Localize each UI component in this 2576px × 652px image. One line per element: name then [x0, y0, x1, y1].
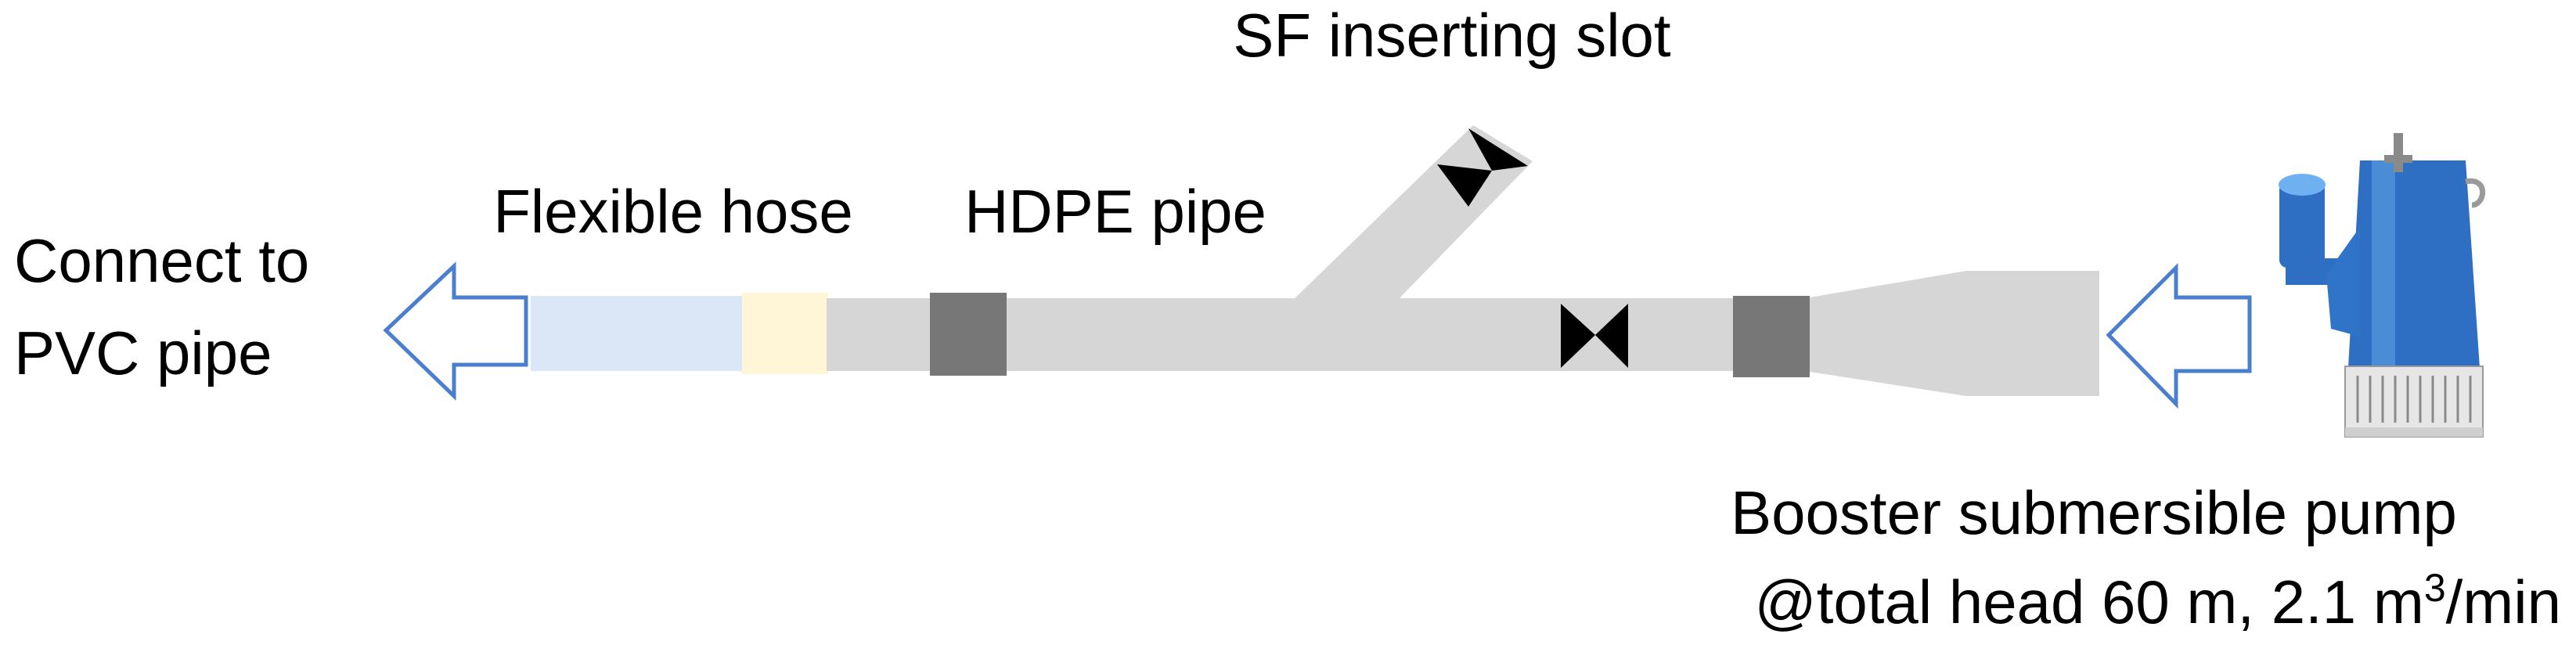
pump-label-line1: Booster submersible pump [1731, 478, 2457, 547]
coupler-segment [742, 293, 828, 374]
flow-arrow-left-icon [2106, 262, 2252, 409]
pipe-assembly [531, 125, 2099, 396]
pump-spec-unit: /min [2446, 567, 2561, 636]
submersible-pump-icon [2279, 133, 2486, 438]
connect-label-line2: PVC pipe [14, 319, 272, 387]
flexible-hose-segment [531, 296, 744, 371]
pump-label-line2: @total head 60 m, 2.1 m3/min [1755, 566, 2561, 636]
flexible-hose-label: Flexible hose [493, 177, 853, 246]
flange-left [930, 293, 1007, 376]
flow-arrow-left-icon [383, 261, 528, 401]
flange-right [1733, 296, 1810, 377]
sf-inserting-slot-label: SF inserting slot [1233, 1, 1671, 70]
pump-spec-text: @total head 60 m, 2.1 m [1755, 567, 2424, 636]
butterfly-valve-icon [1561, 304, 1628, 368]
reducer-cone [1805, 271, 2099, 396]
connect-label-line1: Connect to [14, 226, 309, 295]
hdpe-pipe-label: HDPE pipe [964, 177, 1266, 246]
pump-spec-superscript: 3 [2424, 566, 2446, 610]
butterfly-valve-icon [1437, 128, 1528, 207]
